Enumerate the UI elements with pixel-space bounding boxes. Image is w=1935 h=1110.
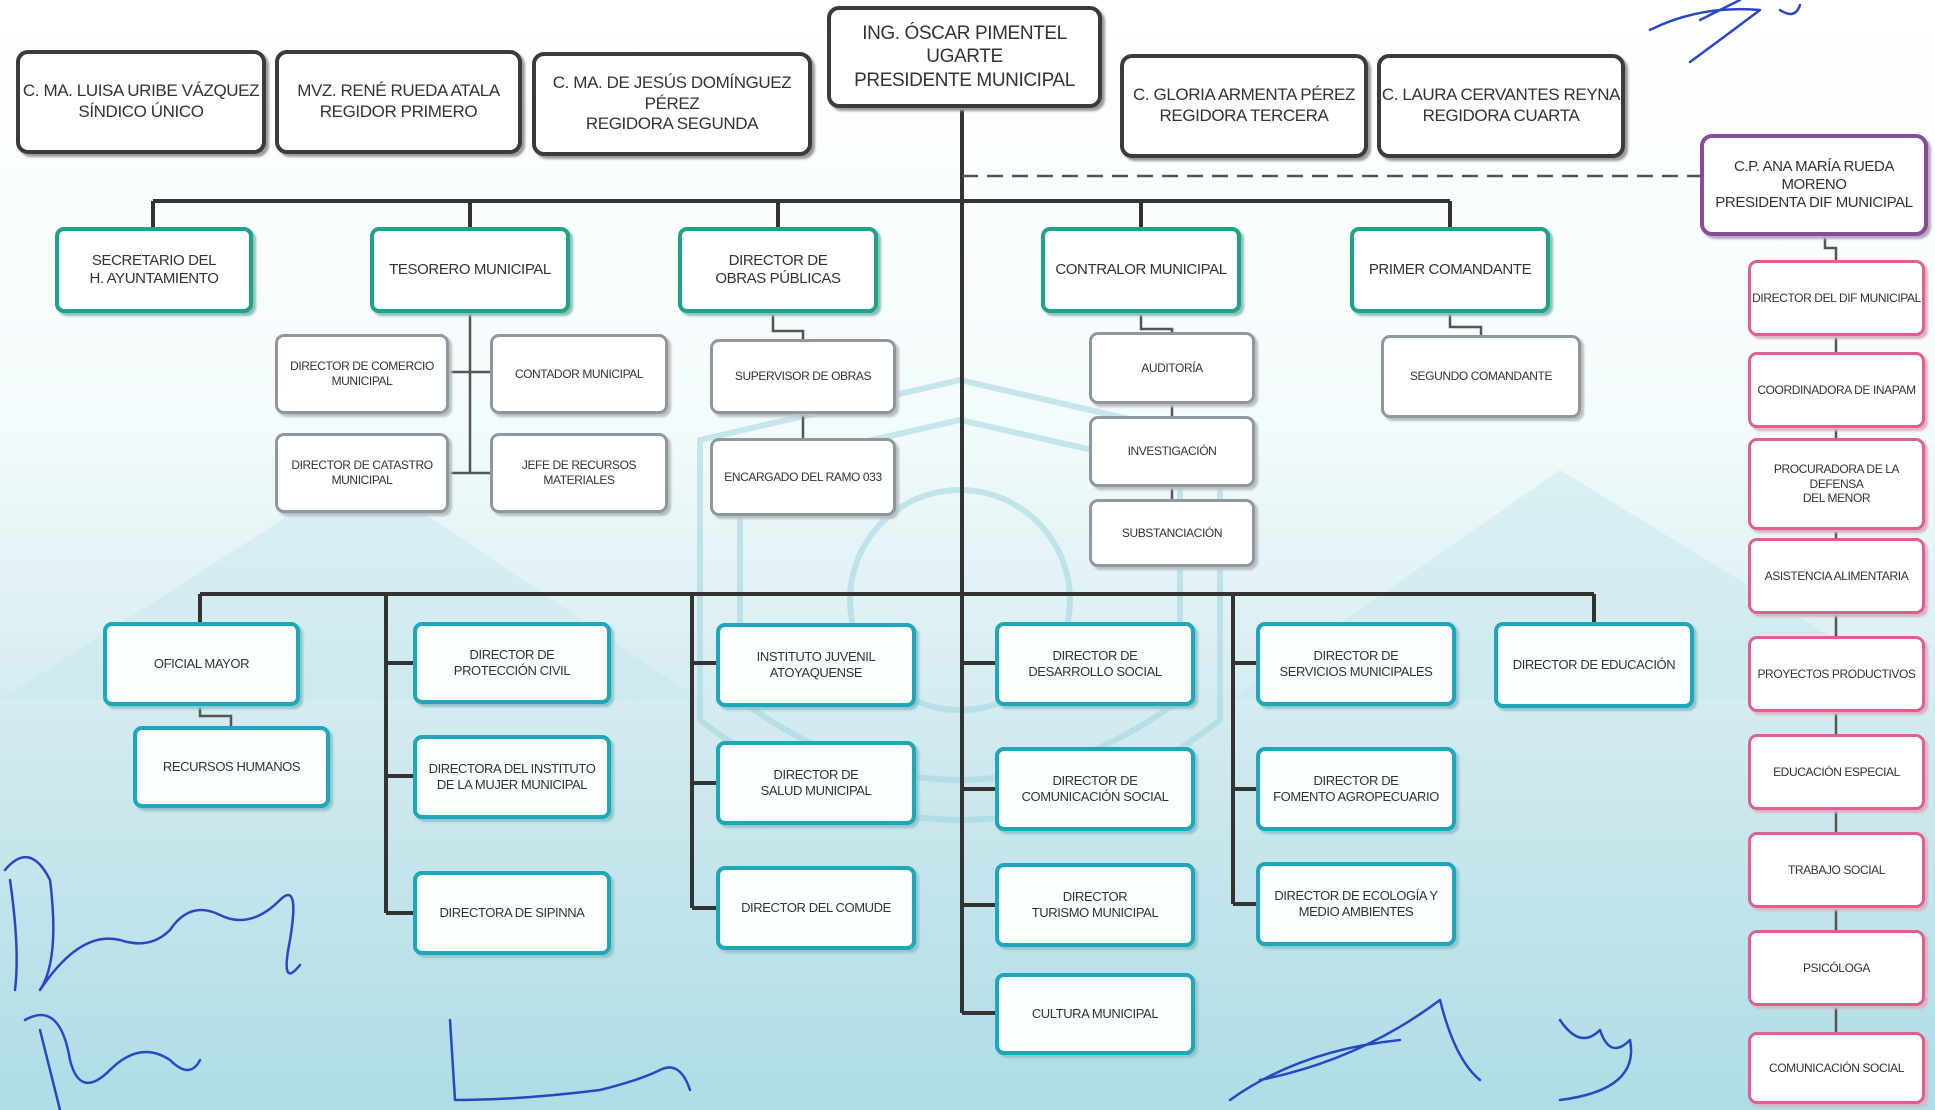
dif-item: DIRECTOR DEL DIF MUNICIPAL xyxy=(1748,260,1925,336)
recursos-materiales-box: JEFE DE RECURSOS MATERIALES xyxy=(490,433,668,513)
salud-box: DIRECTOR DE SALUD MUNICIPAL xyxy=(716,741,916,825)
fomento-agropecuario-box: DIRECTOR DE FOMENTO AGROPECUARIO xyxy=(1256,747,1456,831)
proteccion-civil-box: DIRECTOR DE PROTECCIÓN CIVIL xyxy=(413,622,611,704)
comandante-box: PRIMER COMANDANTE xyxy=(1350,227,1550,313)
dif-head-box: C.P. ANA MARÍA RUEDA MORENO PRESIDENTA D… xyxy=(1700,134,1928,236)
ramo033-box: ENCARGADO DEL RAMO 033 xyxy=(710,438,896,516)
comude-box: DIRECTOR DEL COMUDE xyxy=(716,866,916,950)
comercio-box: DIRECTOR DE COMERCIO MUNICIPAL xyxy=(275,334,449,414)
tesorero-box: TESORERO MUNICIPAL xyxy=(370,227,570,313)
turismo-box: DIRECTOR TURISMO MUNICIPAL xyxy=(995,863,1195,947)
cultura-box: CULTURA MUNICIPAL xyxy=(995,973,1195,1055)
contador-box: CONTADOR MUNICIPAL xyxy=(490,334,668,414)
obras-publicas-box: DIRECTOR DE OBRAS PÚBLICAS xyxy=(678,227,878,313)
dif-item: COORDINADORA DE INAPAM xyxy=(1748,352,1925,428)
dif-item: PROCURADORA DE LA DEFENSA DEL MENOR xyxy=(1748,438,1925,530)
dif-item: COMUNICACIÓN SOCIAL xyxy=(1748,1032,1925,1104)
instituto-juvenil-box: INSTITUTO JUVENIL ATOYAQUENSE xyxy=(716,623,916,707)
supervisor-obras-box: SUPERVISOR DE OBRAS xyxy=(710,339,896,414)
substanciacion-box: SUBSTANCIACIÓN xyxy=(1089,499,1255,567)
regidora-segunda-box: C. MA. DE JESÚS DOMÍNGUEZ PÉREZ REGIDORA… xyxy=(532,52,812,156)
auditoria-box: AUDITORÍA xyxy=(1089,332,1255,404)
dif-item: TRABAJO SOCIAL xyxy=(1748,832,1925,908)
comunicacion-social-box: DIRECTOR DE COMUNICACIÓN SOCIAL xyxy=(995,747,1195,831)
regidora-cuarta-box: C. LAURA CERVANTES REYNA REGIDORA CUARTA xyxy=(1377,54,1625,158)
dif-item: PSICÓLOGA xyxy=(1748,930,1925,1006)
segundo-comandante-box: SEGUNDO COMANDANTE xyxy=(1381,335,1581,418)
recursos-humanos-box: RECURSOS HUMANOS xyxy=(133,726,330,808)
regidora-tercera-box: C. GLORIA ARMENTA PÉREZ REGIDORA TERCERA xyxy=(1120,54,1368,158)
president-title: PRESIDENTE MUNICIPAL xyxy=(854,69,1075,91)
dif-item: EDUCACIÓN ESPECIAL xyxy=(1748,734,1925,810)
contralor-box: CONTRALOR MUNICIPAL xyxy=(1041,227,1241,313)
oficial-mayor-box: OFICIAL MAYOR xyxy=(103,622,300,706)
president-box: ING. ÓSCAR PIMENTEL UGARTE PRESIDENTE MU… xyxy=(827,6,1102,108)
catastro-box: DIRECTOR DE CATASTRO MUNICIPAL xyxy=(275,433,449,513)
desarrollo-social-box: DIRECTOR DE DESARROLLO SOCIAL xyxy=(995,622,1195,706)
secretario-box: SECRETARIO DEL H. AYUNTAMIENTO xyxy=(55,227,253,313)
instituto-mujer-box: DIRECTORA DEL INSTITUTO DE LA MUJER MUNI… xyxy=(413,735,611,819)
sipinna-box: DIRECTORA DE SIPINNA xyxy=(413,871,611,955)
dif-item: ASISTENCIA ALIMENTARIA xyxy=(1748,538,1925,614)
ecologia-box: DIRECTOR DE ECOLOGÍA Y MEDIO AMBIENTES xyxy=(1256,862,1456,946)
regidor-primero-box: MVZ. RENÉ RUEDA ATALA REGIDOR PRIMERO xyxy=(275,50,522,154)
servicios-municipales-box: DIRECTOR DE SERVICIOS MUNICIPALES xyxy=(1256,622,1456,706)
investigacion-box: INVESTIGACIÓN xyxy=(1089,416,1255,487)
president-name: ING. ÓSCAR PIMENTEL UGARTE xyxy=(862,23,1067,68)
dif-item: PROYECTOS PRODUCTIVOS xyxy=(1748,636,1925,712)
educacion-box: DIRECTOR DE EDUCACIÓN xyxy=(1494,622,1694,708)
sindico-box: C. MA. LUISA URIBE VÁZQUEZ SÍNDICO ÚNICO xyxy=(16,50,266,154)
